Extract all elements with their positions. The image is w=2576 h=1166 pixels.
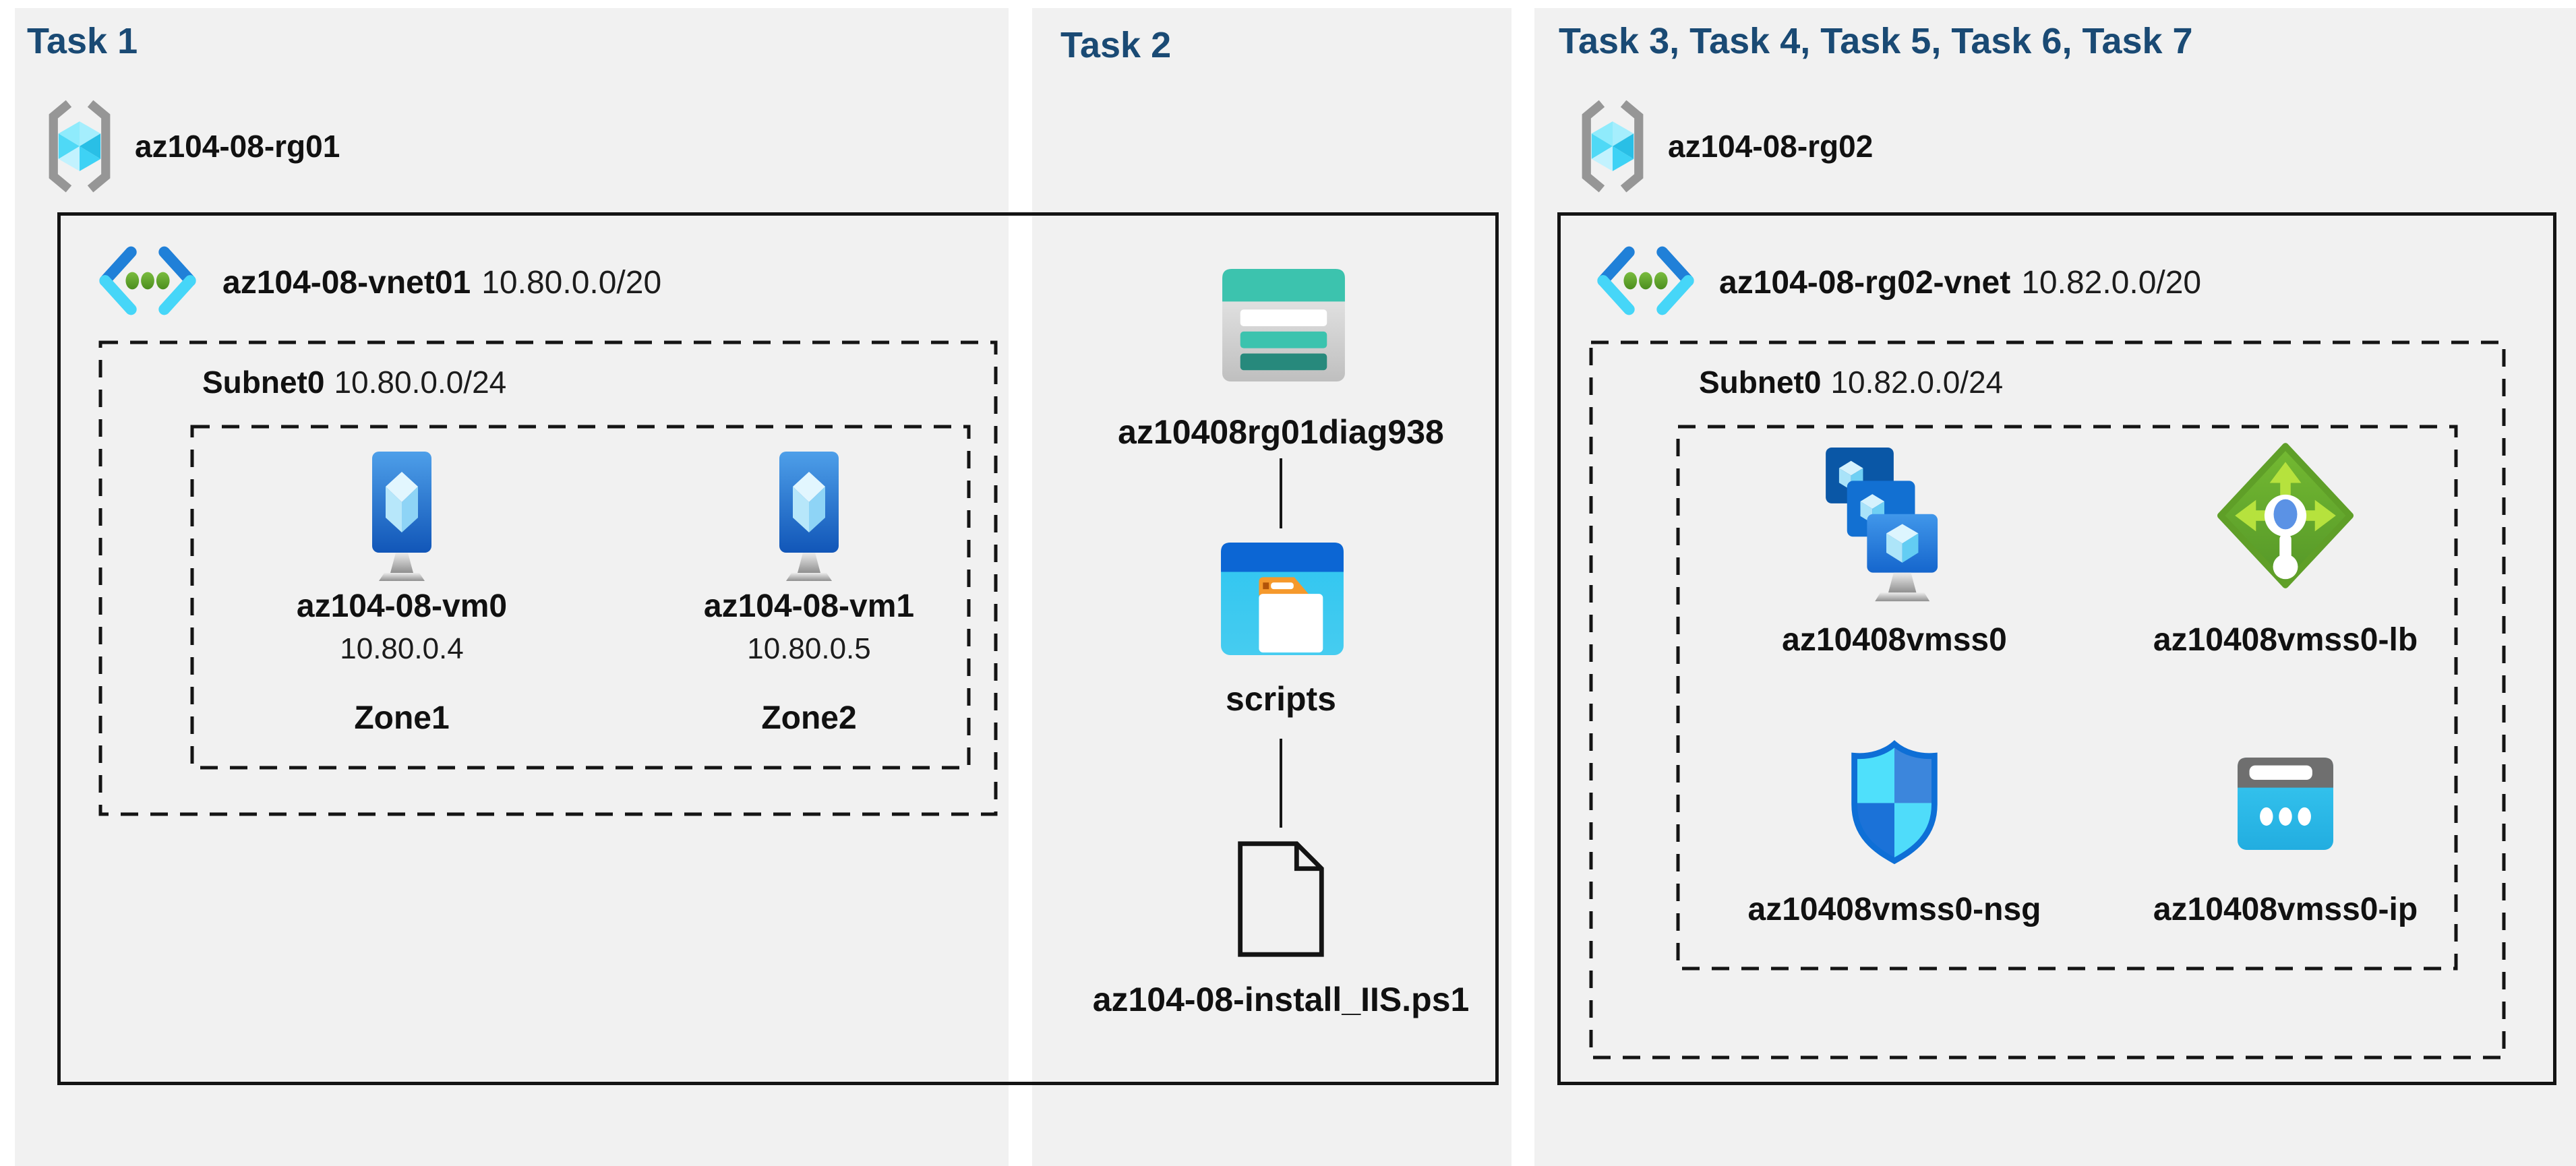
public-ip-label: az10408vmss0-ip (2153, 892, 2418, 927)
rg02-vnet-boundary-box (1557, 212, 2556, 1085)
storage-account-label: az10408rg01diag938 (1118, 413, 1444, 451)
virtual-machine-icon (368, 449, 436, 584)
vnet01-name: az104-08-vnet01 (222, 265, 471, 301)
resource-group-icon (1578, 98, 1648, 194)
virtual-machine-icon (775, 449, 843, 584)
script-file-icon (1231, 838, 1329, 960)
task1-header: Task 1 (27, 21, 138, 61)
panel-task1 (15, 8, 1009, 1166)
vm1-ip: 10.80.0.5 (747, 632, 871, 665)
rg02-label: az104-08-rg02 (1668, 129, 1874, 164)
network-security-group-icon (1845, 740, 1944, 865)
storage-account-icon (1220, 267, 1347, 383)
vm0-name: az104-08-vm0 (296, 588, 508, 624)
vnet01-cidr: 10.80.0.0/20 (481, 265, 662, 301)
subnet0-dashed-box-task1 (98, 340, 998, 816)
rg02-vnet-name: az104-08-rg02-vnet (1719, 265, 2011, 301)
rg02-vnet-label: az104-08-rg02-vnet 10.82.0.0/20 (1719, 264, 2201, 301)
vnet01-label: az104-08-vnet01 10.80.0.0/20 (222, 264, 661, 301)
subnet0-name-task3: Subnet0 (1699, 365, 1822, 400)
subnet0-name-task1: Subnet0 (202, 365, 325, 400)
vm-scale-set-icon (1824, 445, 1951, 608)
load-balancer-label: az10408vmss0-lb (2153, 622, 2418, 658)
task2-header: Task 2 (1060, 25, 1172, 65)
script-file-label: az104-08-install_IIS.ps1 (1092, 981, 1470, 1018)
virtual-network-icon (94, 244, 201, 317)
vm1-name: az104-08-vm1 (703, 588, 915, 624)
connector-storage-to-container (1280, 458, 1282, 528)
public-ip-icon (2236, 756, 2335, 851)
blob-container-icon (1219, 541, 1346, 657)
vnet01-boundary-box (57, 212, 1499, 1085)
vm0-zone: Zone1 (354, 700, 450, 736)
load-balancer-icon (2217, 442, 2354, 590)
resource-group-icon (44, 98, 115, 194)
connector-container-to-file (1280, 739, 1282, 828)
rg01-label: az104-08-rg01 (135, 129, 340, 164)
vmss-label: az10408vmss0 (1782, 622, 2007, 658)
rg02-vnet-cidr: 10.82.0.0/20 (2021, 265, 2202, 301)
subnet0-cidr-task3: 10.82.0.0/24 (1830, 365, 2004, 400)
nsg-label: az10408vmss0-nsg (1747, 892, 2041, 927)
panel-task3-7 (1534, 8, 2576, 1166)
subnet0-dashed-box-task3 (1589, 340, 2506, 1060)
virtual-network-icon (1592, 244, 1699, 317)
subnet0-label-task1: Subnet0 10.80.0.0/24 (202, 364, 506, 400)
vm1-zone: Zone2 (761, 700, 857, 736)
vmss-group-dashed-box (1676, 425, 2458, 971)
vm0-ip: 10.80.0.4 (340, 632, 464, 665)
task3-7-header: Task 3, Task 4, Task 5, Task 6, Task 7 (1559, 21, 2193, 61)
vm-group-dashed-box (190, 425, 971, 770)
subnet0-cidr-task1: 10.80.0.0/24 (334, 365, 507, 400)
container-label: scripts (1226, 680, 1336, 718)
